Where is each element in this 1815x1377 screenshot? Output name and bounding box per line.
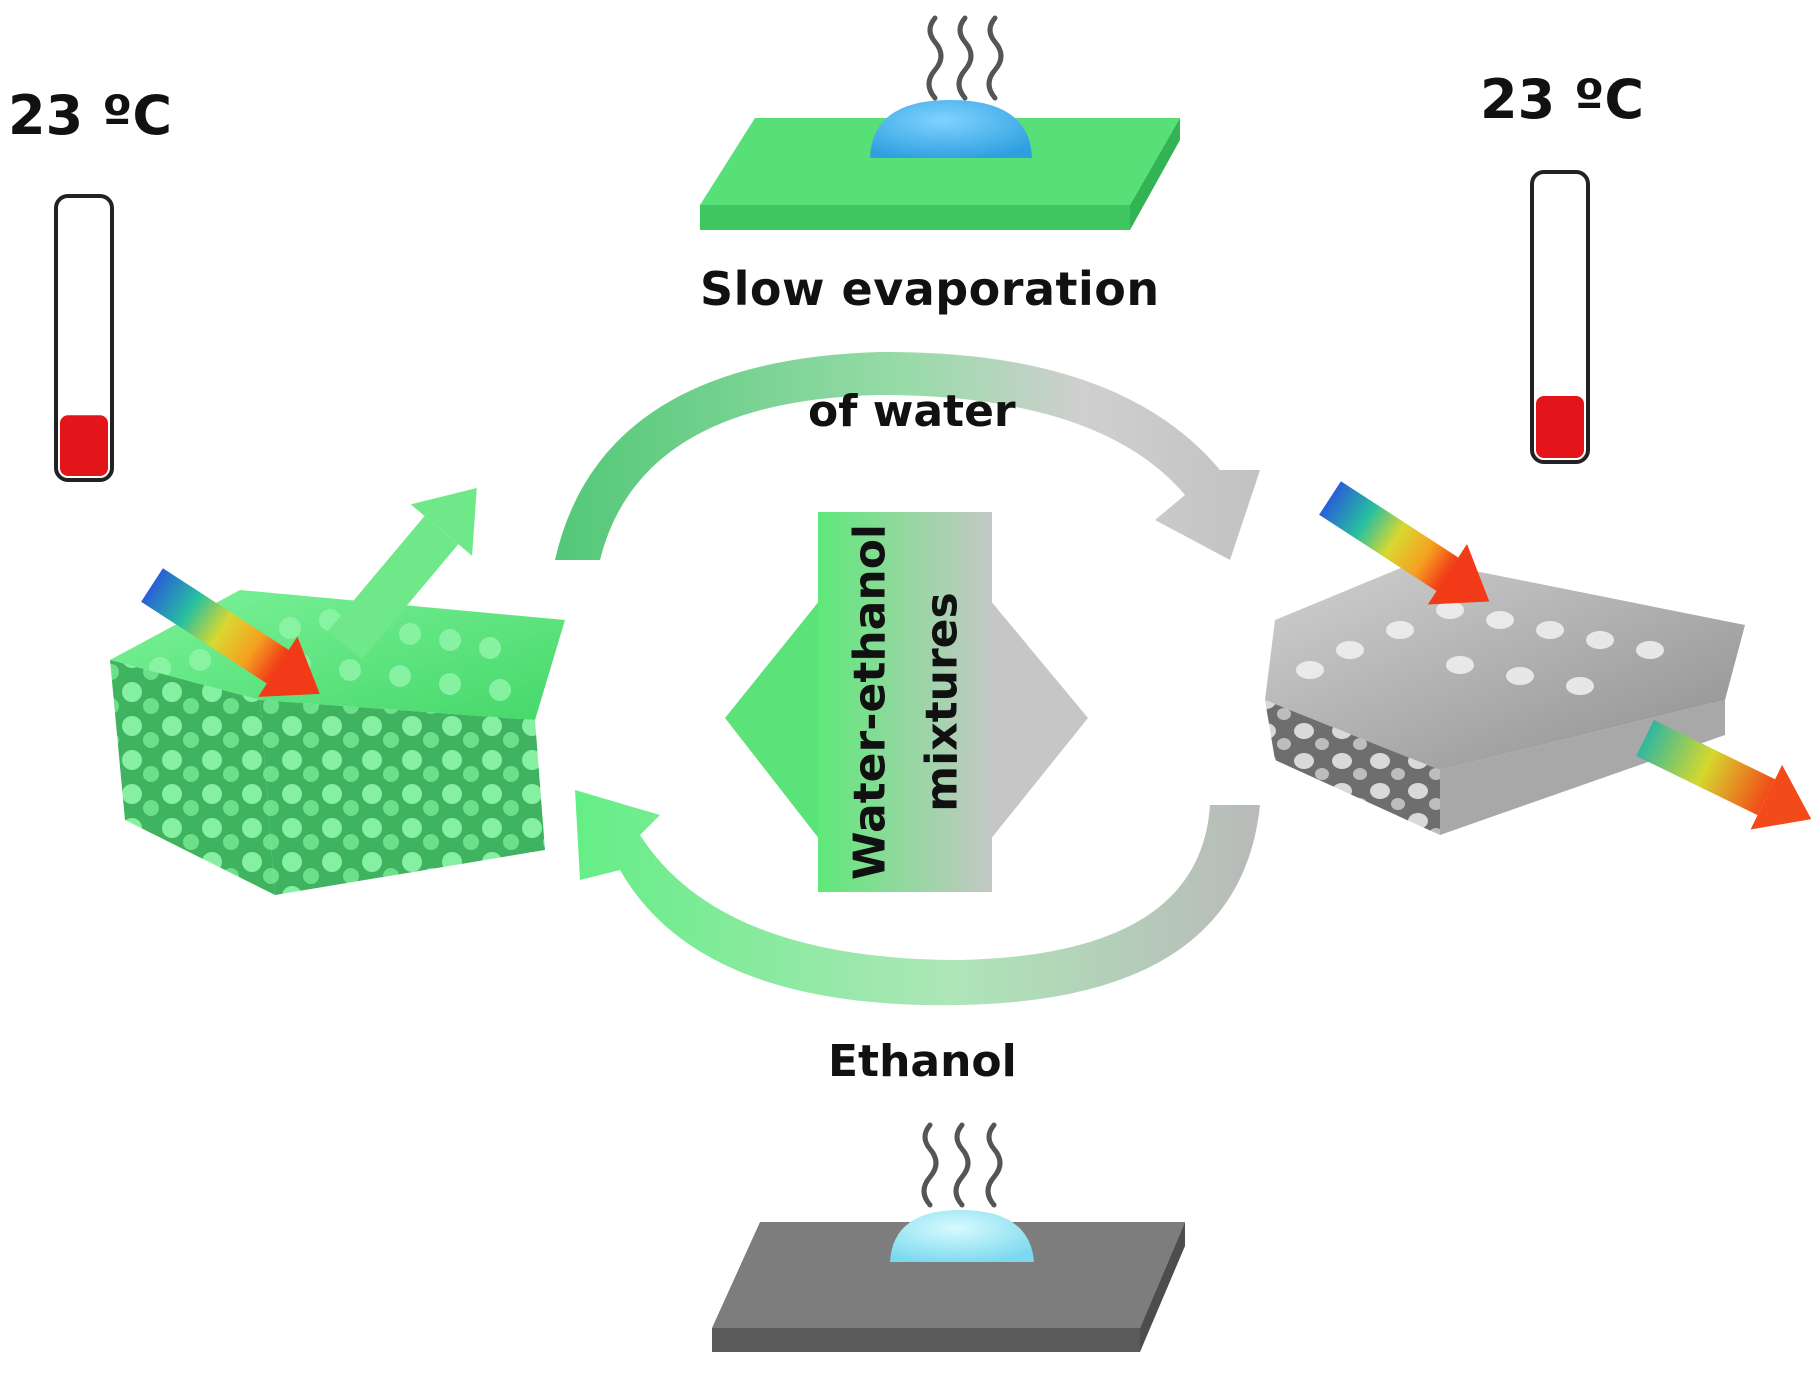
temperature-label-right: 23 ºC [1480, 68, 1645, 131]
arc-arrow-top [555, 351, 1260, 560]
water-droplet [870, 100, 1032, 158]
label-mixtures: mixtures [916, 592, 968, 812]
thermometer-left [54, 194, 114, 482]
double-arrow-center [725, 600, 1088, 840]
reflected-green-light-arrow [328, 487, 477, 660]
label-ethanol: Ethanol [828, 1036, 1017, 1087]
mixture-box: Water-ethanol mixtures [818, 512, 992, 892]
label-of-water: of water [808, 386, 1016, 437]
incident-light-arrow-left [141, 568, 320, 697]
label-water-ethanol: Water-ethanol [844, 523, 896, 881]
temperature-label-left: 23 ºC [8, 84, 173, 147]
thermometer-left-fill [60, 415, 108, 476]
grey-porous-film [1265, 560, 1745, 835]
arc-arrow-bottom [575, 790, 1260, 1006]
thermometer-right [1530, 170, 1590, 464]
green-substrate-with-water-droplet [700, 15, 1180, 230]
vapor-icon-bottom [921, 1122, 1003, 1208]
thermometer-right-fill [1536, 395, 1584, 458]
grey-substrate-with-ethanol-droplet [712, 1122, 1185, 1352]
ethanol-droplet [890, 1210, 1034, 1262]
incident-light-arrow-right [1319, 481, 1490, 605]
transmitted-light-arrow [1636, 720, 1812, 830]
vapor-icon [926, 15, 1004, 101]
thermometer-right-tube [1530, 170, 1590, 464]
label-slow-evaporation: Slow evaporation [700, 262, 1160, 316]
thermometer-left-tube [54, 194, 114, 482]
